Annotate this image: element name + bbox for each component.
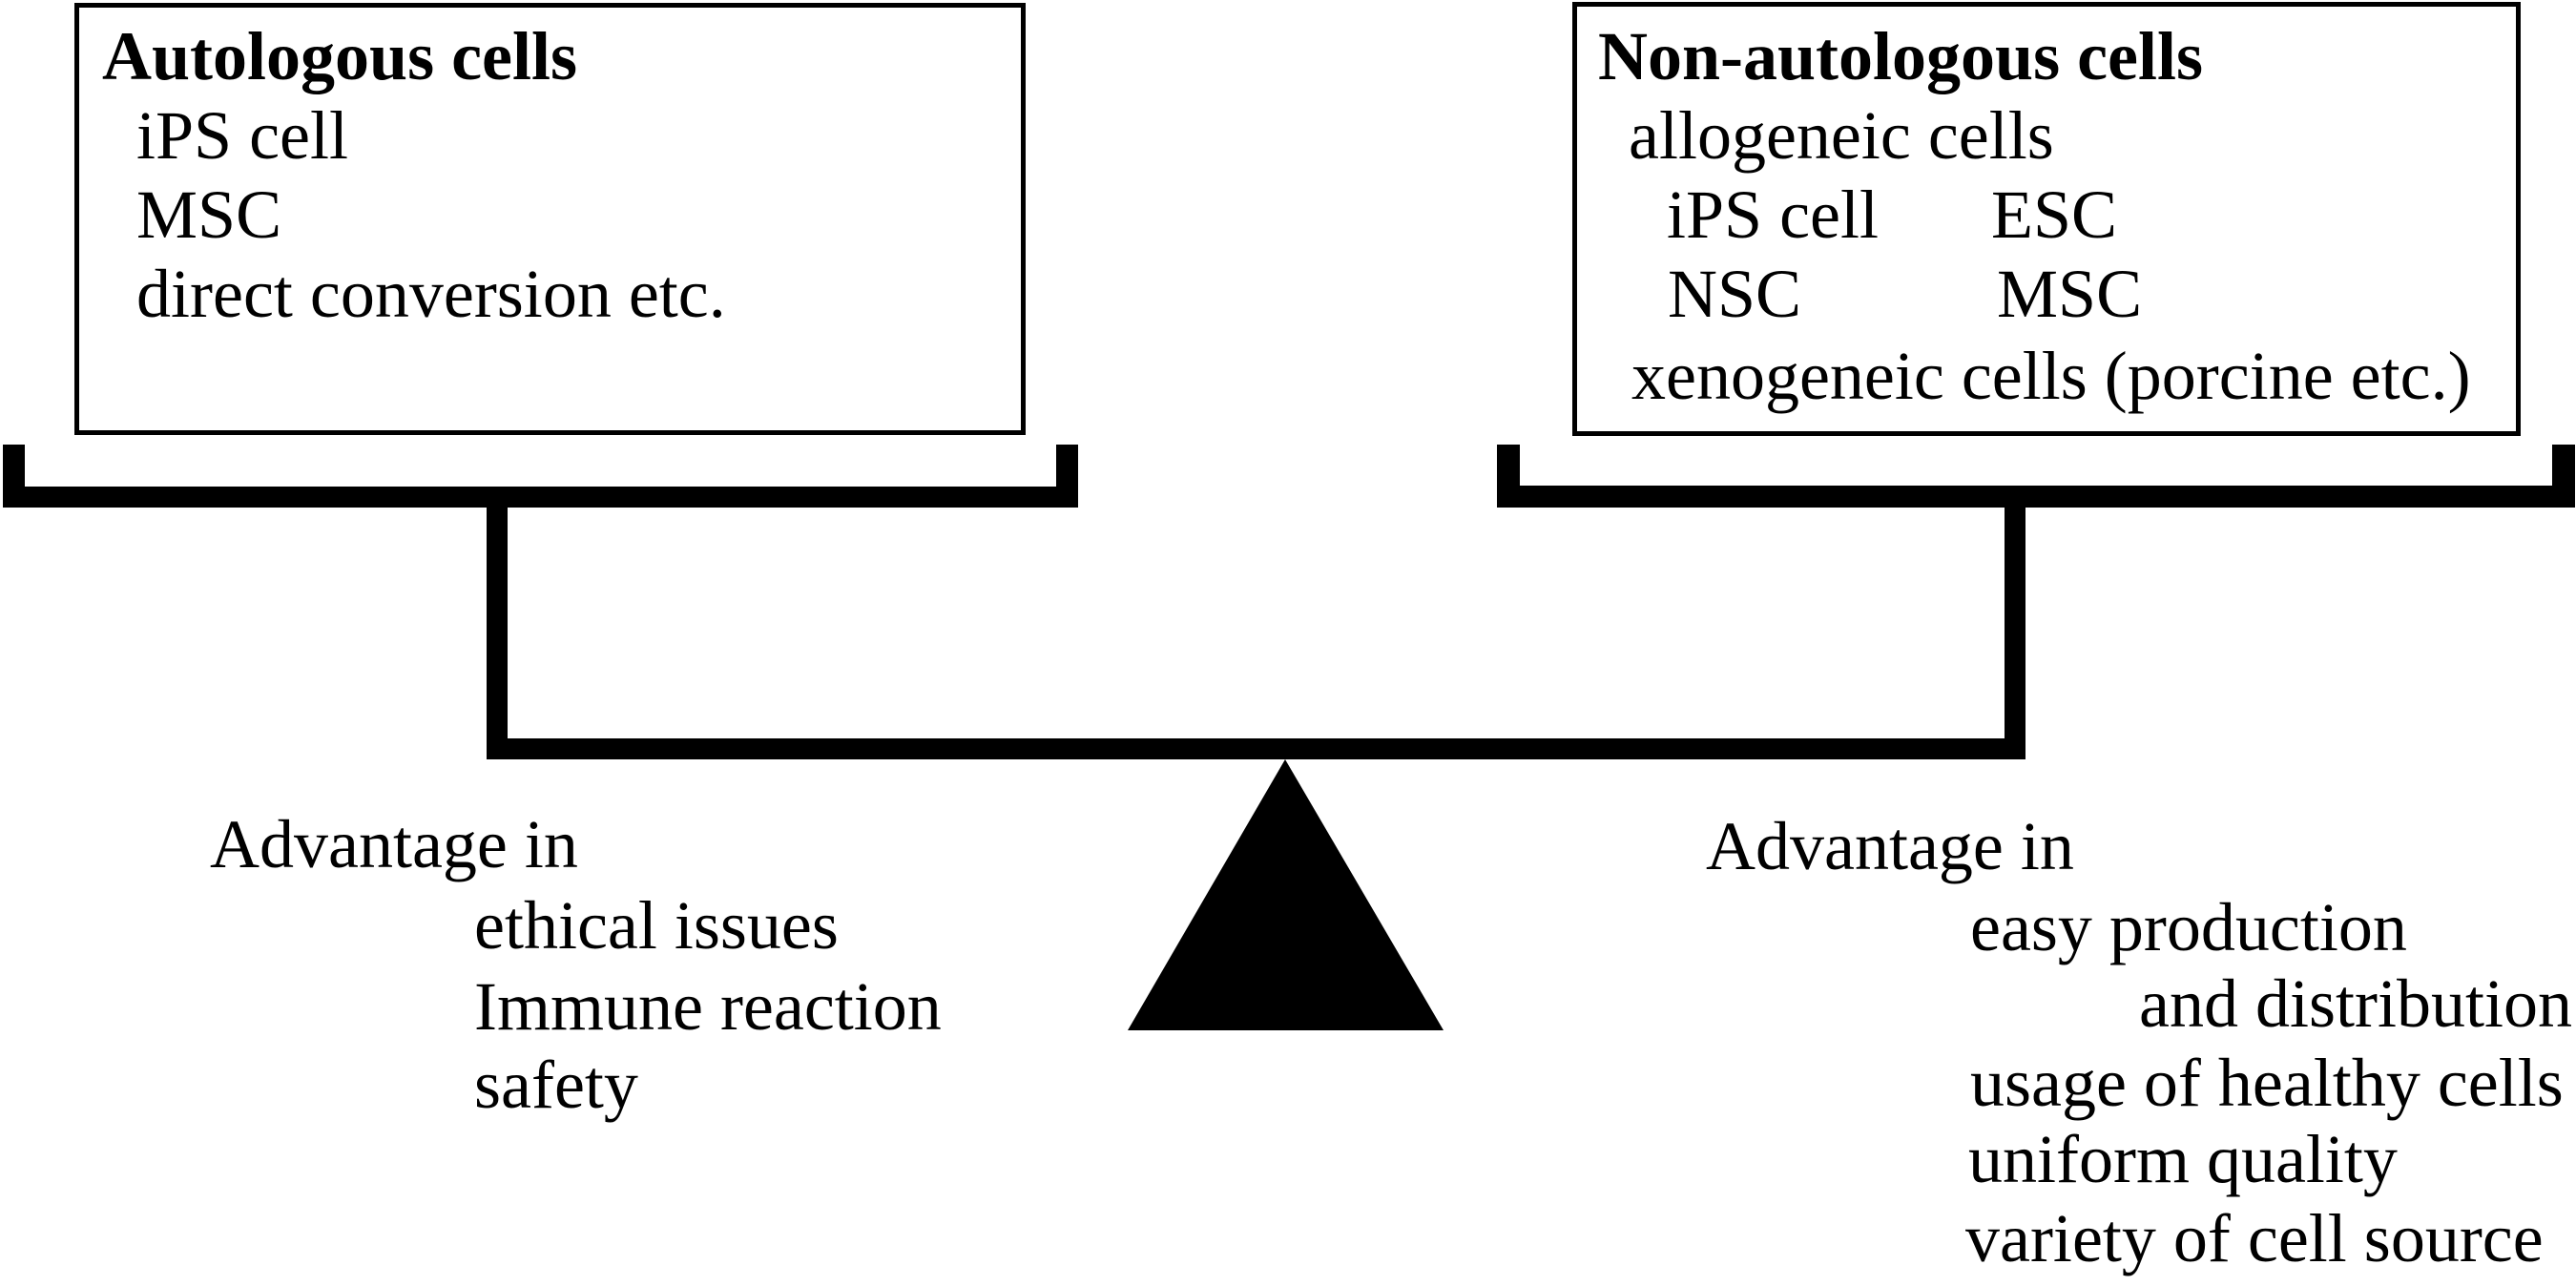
autologous-item-direct-conversion: direct conversion etc. xyxy=(136,256,726,332)
left-advantage-heading: Advantage in xyxy=(210,806,578,882)
non-autologous-item-msc: MSC xyxy=(1997,256,2143,332)
non-autologous-cells-box xyxy=(1572,2,2521,436)
balance-beam xyxy=(487,738,2025,759)
right-pan-post xyxy=(2005,508,2025,759)
left-advantage-ethical: ethical issues xyxy=(474,887,839,964)
left-pan-post xyxy=(487,508,508,759)
right-advantage-and-distribution: and distribution xyxy=(2139,965,2572,1042)
right-advantage-uniform-quality: uniform quality xyxy=(1968,1121,2398,1197)
left-pan-endcap-right xyxy=(1056,445,1078,508)
autologous-item-ips-cell: iPS cell xyxy=(136,97,349,174)
left-advantage-immune: Immune reaction xyxy=(474,968,942,1045)
non-autologous-item-nsc: NSC xyxy=(1668,256,1802,332)
right-advantage-heading: Advantage in xyxy=(1706,808,2074,884)
non-autologous-item-esc: ESC xyxy=(1991,176,2118,253)
autologous-item-msc: MSC xyxy=(136,176,282,253)
non-autologous-item-xenogeneic: xenogeneic cells (porcine etc.) xyxy=(1631,338,2471,414)
left-pan-endcap-left xyxy=(3,445,25,508)
right-pan-endcap-right xyxy=(2552,445,2575,508)
right-advantage-cell-source: variety of cell source xyxy=(1965,1200,2544,1276)
non-autologous-item-allogeneic: allogeneic cells xyxy=(1629,97,2054,174)
right-advantage-easy-production: easy production xyxy=(1970,889,2407,965)
non-autologous-box-title: Non-autologous cells xyxy=(1598,18,2204,94)
right-pan-bar xyxy=(1497,486,2575,508)
autologous-box-title: Autologous cells xyxy=(102,18,578,94)
non-autologous-item-ips-cell: iPS cell xyxy=(1667,176,1880,253)
autologous-cells-box xyxy=(74,3,1026,435)
right-advantage-healthy-cells: usage of healthy cells xyxy=(1970,1045,2564,1121)
right-pan-endcap-left xyxy=(1497,445,1520,508)
left-pan-bar xyxy=(3,487,1078,508)
left-advantage-safety: safety xyxy=(474,1047,638,1123)
fulcrum-triangle xyxy=(1128,759,1444,1030)
